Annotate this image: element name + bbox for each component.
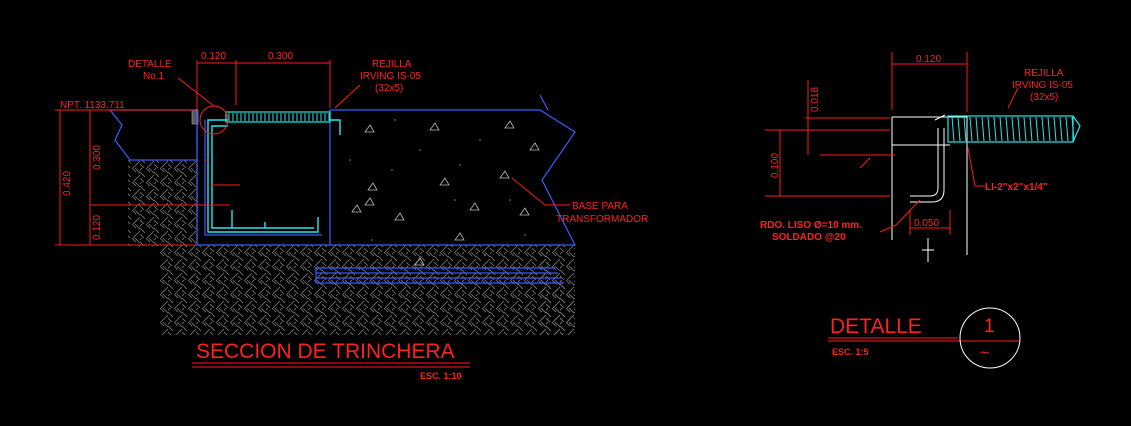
detail-rod-leader	[879, 199, 921, 233]
aggregate-marks	[351, 120, 540, 266]
steel-frame	[207, 119, 341, 233]
rejilla-callout-line3: (32x5)	[375, 83, 403, 94]
detail-rod-line1: RDO. LISO Ø=10 mm.	[760, 220, 862, 231]
dim-height-0300: 0.300	[92, 145, 103, 170]
section-title: SECCION DE TRINCHERA	[196, 340, 455, 363]
detail-dim-0120: 0.120	[916, 54, 941, 65]
detail-scale: ESC. 1:5	[832, 347, 869, 357]
detail-grating	[947, 115, 1081, 143]
base-edge	[539, 94, 549, 111]
base-callout-line1: BASE PARA	[572, 201, 628, 212]
dim-width-0120: 0.120	[201, 51, 226, 62]
break-mark	[922, 238, 934, 262]
detail-tilde-symbol: ~	[980, 345, 989, 362]
section-dimensions	[55, 60, 331, 246]
detail-dim-0050: 0.050	[914, 218, 939, 229]
dim-width-0300: 0.300	[268, 51, 293, 62]
detail-callout-line1: DETALLE	[128, 59, 172, 70]
detail-angle-leader	[967, 147, 985, 187]
dim-height-0420: 0.420	[62, 171, 73, 196]
trench-section: 0.120 0.300 0.420 0.300 0.120 NPT. 1133.…	[55, 51, 648, 381]
detail-outline	[891, 114, 968, 255]
transformer-base	[330, 109, 576, 246]
detail-title: DETALLE	[830, 315, 922, 338]
soil-left	[128, 160, 198, 246]
base-steps	[315, 267, 564, 284]
detail-title-underline	[828, 337, 1020, 342]
detail-dimensions	[765, 52, 968, 235]
detail-dim-0018: 0.018	[810, 87, 821, 112]
trench-concrete	[196, 110, 331, 246]
floor-slab-left	[108, 109, 198, 161]
section-title-underline	[192, 362, 470, 368]
detail-rejilla-line3: (32x5)	[1030, 92, 1058, 103]
detail-rejilla-leader	[1007, 87, 1019, 109]
detail-number-circle	[959, 307, 1021, 369]
detail-callout-line2: No.1	[143, 71, 165, 82]
base-leader	[511, 177, 570, 206]
detail-angle-label: LI-2"x2"x1/4"	[985, 182, 1048, 193]
grating	[225, 111, 331, 123]
detail-rejilla-line2: IRVING IS-05	[1012, 80, 1073, 91]
detail-rod-line2: SOLDADO @20	[772, 232, 846, 243]
angle-li	[910, 128, 945, 203]
base-callout-line2: TRANSFORMADOR	[556, 214, 648, 225]
detail-view: 0.120 0.018 0.100 0.050 REJILLA IRVING I…	[760, 52, 1081, 369]
section-scale: ESC. 1:10	[420, 371, 462, 381]
detail-number: 1	[984, 316, 995, 337]
detail-leader	[177, 77, 215, 107]
rejilla-leader	[334, 84, 361, 109]
aggregate-dots	[349, 119, 526, 256]
detail-dim-0100: 0.100	[770, 153, 781, 178]
rejilla-callout-line2: IRVING IS-05	[360, 71, 421, 82]
npt-level-label: NPT. 1133.711	[60, 100, 125, 111]
dim-height-0120: 0.120	[92, 215, 103, 240]
detail-rejilla-line1: REJILLA	[1024, 68, 1064, 79]
rejilla-callout-line1: REJILLA	[372, 59, 412, 70]
soil-bottom	[160, 245, 575, 335]
